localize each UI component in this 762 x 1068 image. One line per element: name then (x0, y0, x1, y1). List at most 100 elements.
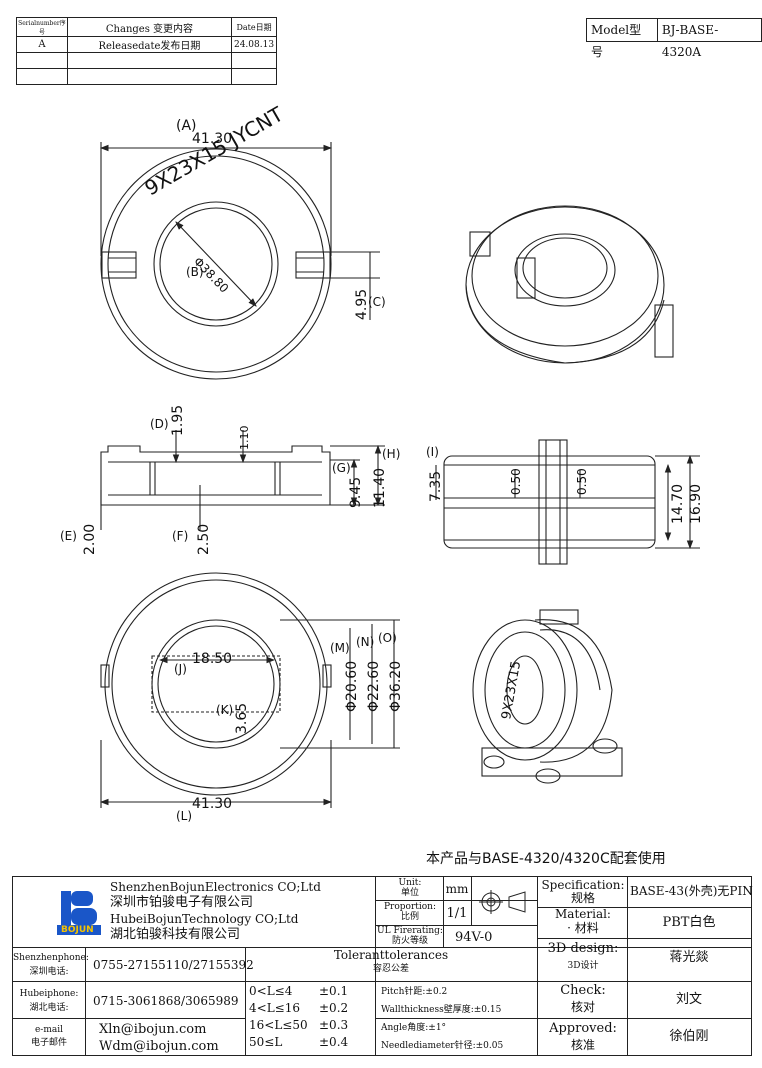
check-value: 刘文 (675, 992, 702, 1007)
email-2: Wdm@ibojun.com (99, 1039, 219, 1054)
sz-phone-cn: 深圳电话: (29, 967, 69, 977)
proportion-en: Proportion: (383, 902, 436, 912)
wall-tolerance: Wallthickness壁厚度:±0.15 (381, 1005, 502, 1015)
dim-f-tag: (F) (172, 529, 188, 543)
projection-symbol-icon (479, 890, 526, 914)
dim-j-value: 18.50 (192, 651, 232, 667)
dim-1690-value: 16.90 (688, 484, 704, 524)
dim-d-tag: (D) (150, 417, 169, 431)
dim-k-tag: (K) (216, 703, 233, 717)
technical-drawing: (A) 41.30 Φ38.80 (B) 4.95 (C) (D) 1.95 1… (60, 101, 704, 823)
sz-phone-value: 0755-27155110/27155392 (93, 958, 254, 972)
spec-value: BASE-43(外壳)无PIN (630, 884, 753, 898)
dim-o-tag: (O) (378, 631, 397, 645)
title-block: BOJUN ShenzhenBojunElectronics CO;Ltd 深圳… (12, 876, 753, 1056)
model-label: Model型号 (591, 23, 642, 59)
tol-range-1: 4<L≤16 (249, 1001, 300, 1015)
design-value: 蒋光燚 (669, 950, 709, 965)
dim-n-value: Φ22.60 (366, 661, 382, 712)
tol-range-3: 50≤L (249, 1035, 283, 1049)
design-cn: 3D设计 (567, 961, 599, 971)
proportion-cn: 比例 (400, 912, 419, 922)
angle-tolerance: Angle角度:±1° (381, 1023, 447, 1033)
dim-c-tag: (C) (368, 295, 386, 309)
company-cn-1: 深圳市铂骏电子有限公司 (110, 895, 254, 910)
unit-value: mm (445, 882, 469, 896)
dim-d-value: 1.95 (170, 405, 186, 436)
check-cn: 核对 (570, 1000, 595, 1014)
iso-ring-label: 9X23X15 (499, 660, 524, 721)
usage-note: 本产品与BASE-4320/4320C配套使用 (426, 851, 666, 867)
spec-en: Specification: (541, 878, 625, 892)
dim-j-tag: (J) (174, 662, 187, 676)
fire-cn: 防火等级 (391, 936, 428, 946)
unit-en: Unit: (398, 878, 422, 888)
fire-en: UL Firerating: (377, 926, 443, 936)
side-view (100, 430, 385, 530)
bottom-view (99, 572, 400, 808)
pitch-tolerance: Pitch针距:±0.2 (381, 987, 448, 997)
dim-1470-value: 14.70 (670, 484, 686, 524)
dim-h-value: 11.40 (372, 468, 388, 508)
unit-cn: 单位 (400, 888, 419, 898)
tol-value-0: ±0.1 (319, 984, 349, 998)
logo-text: BOJUN (61, 925, 94, 935)
dim-f-value: 2.50 (196, 524, 212, 555)
dim-i-value: 7.35 (428, 471, 444, 502)
check-en: Check: (560, 983, 606, 998)
dim-h-tag: (H) (382, 447, 400, 461)
dim-b-tag: (B) (186, 265, 204, 279)
spec-cn: 规格 (570, 891, 595, 905)
dim-110-value: 1.10 (238, 426, 251, 451)
dim-e-tag: (E) (60, 529, 77, 543)
dim-a-value: 41.30 (192, 131, 232, 147)
email-cn: 电子邮件 (30, 1038, 67, 1048)
dim-g-tag: (G) (332, 461, 351, 475)
dim-k-value: 3.65 (234, 703, 250, 734)
model-value: BJ-BASE-4320A (656, 19, 761, 59)
tol-value-3: ±0.4 (319, 1035, 349, 1049)
dim-c-value: 4.95 (354, 289, 370, 320)
tol-cn: 容忍公差 (372, 964, 409, 974)
dim-g-value: 9.45 (348, 477, 364, 508)
dim-e-value: 2.00 (82, 524, 98, 555)
dim-050a-value: 0.50 (509, 468, 523, 495)
approved-value: 徐伯刚 (669, 1029, 709, 1044)
ring-text: 9X23X15 JYCNT (141, 101, 288, 200)
top-view (99, 142, 380, 380)
dim-a-tag: (A) (176, 118, 197, 134)
fire-value: 94V-0 (455, 930, 493, 945)
material-value: PBT白色 (662, 915, 716, 930)
iso-top-view (465, 205, 674, 364)
hb-phone-cn: 湖北电话: (29, 1003, 69, 1013)
tol-value-2: ±0.3 (319, 1018, 349, 1032)
hb-phone-en: Hubeiphone: (19, 989, 79, 999)
dim-i-tag: (I) (426, 445, 439, 459)
iso-bottom-view (472, 609, 623, 784)
approved-en: Approved: (549, 1021, 617, 1036)
hb-phone-value: 0715-3061868/3065989 (93, 994, 239, 1008)
bojun-logo-icon (57, 891, 101, 935)
tol-en: Toleranttolerances (333, 948, 449, 962)
email-en: e-mail (34, 1025, 64, 1035)
approved-cn: 核准 (570, 1038, 595, 1052)
dim-l-tag: (L) (176, 809, 192, 823)
material-en: Material: (555, 907, 611, 921)
needle-tolerance: Needlediameter针径:±0.05 (381, 1041, 504, 1051)
material-cn: · 材料 (567, 921, 599, 935)
end-view (435, 439, 700, 565)
tol-range-0: 0<L≤4 (249, 984, 293, 998)
sz-phone-en: Shenzhenphone: (13, 953, 89, 963)
design-en: 3D design: (547, 941, 619, 956)
company-en-2: HubeiBojunTechnology CO;Ltd (110, 912, 299, 926)
company-en-1: ShenzhenBojunElectronics CO;Ltd (110, 880, 321, 894)
dim-m-value: Φ20.60 (344, 661, 360, 712)
dim-o-value: Φ36.20 (388, 661, 404, 712)
revision-table: Serialnumber序号 Changes 变更内容 Date日期 A Rel… (16, 17, 277, 85)
company-cn-2: 湖北铂骏科技有限公司 (110, 927, 241, 942)
dim-m-tag: (M) (330, 641, 350, 655)
tol-range-2: 16<L≤50 (249, 1018, 308, 1032)
dim-n-tag: (N) (356, 635, 374, 649)
dim-l-value: 41.30 (192, 796, 232, 812)
dim-050b-value: 0.50 (575, 468, 589, 495)
